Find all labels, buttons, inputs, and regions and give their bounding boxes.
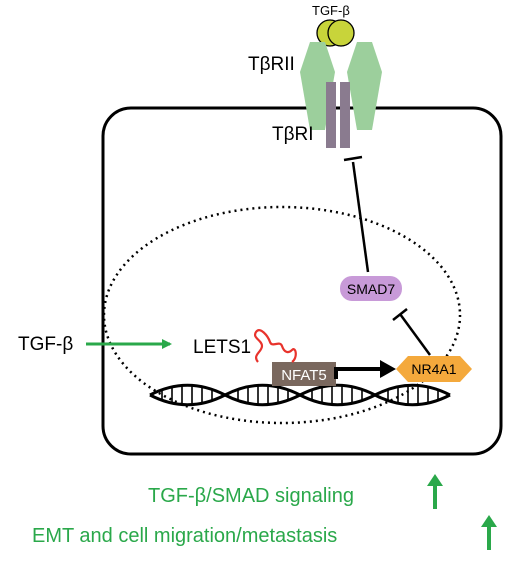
tgf-beta-ligand — [316, 19, 355, 47]
inhibition-nr4a1-smad7 — [392, 308, 432, 356]
lets1-label: LETS1 — [193, 337, 251, 358]
outcome-emt-migration-up-arrow-icon — [481, 515, 497, 550]
cell-membrane — [101, 106, 503, 456]
type1-receptor — [326, 82, 350, 148]
tgf-beta-ligand-label: TGF-β — [312, 3, 350, 18]
dna-helix — [149, 383, 451, 407]
smad7-protein — [340, 276, 402, 301]
type2-receptor-label: TβRII — [248, 54, 295, 75]
nfat5-protein — [272, 362, 336, 386]
nfat5-label: NFAT5 — [281, 367, 327, 384]
outcome-tgf-smad-signaling-up-arrow-icon — [427, 474, 443, 509]
nr4a1-protein — [396, 356, 472, 382]
lets1-lncrna — [254, 329, 297, 363]
nr4a1-label: NR4A1 — [411, 361, 456, 377]
smad7-label: SMAD7 — [347, 281, 395, 297]
type1-receptor-label: TβRI — [272, 124, 314, 145]
inhibition-smad7-receptor — [343, 155, 370, 273]
outcome-tgf-smad-signaling-label: TGF-β/SMAD signaling — [148, 485, 354, 507]
external-tgf-beta-label: TGF-β — [18, 334, 73, 355]
outcome-emt-migration-label: EMT and cell migration/metastasis — [32, 525, 337, 547]
nucleus — [102, 205, 462, 425]
activation-arrow-nfat5-nr4a1 — [334, 360, 396, 379]
